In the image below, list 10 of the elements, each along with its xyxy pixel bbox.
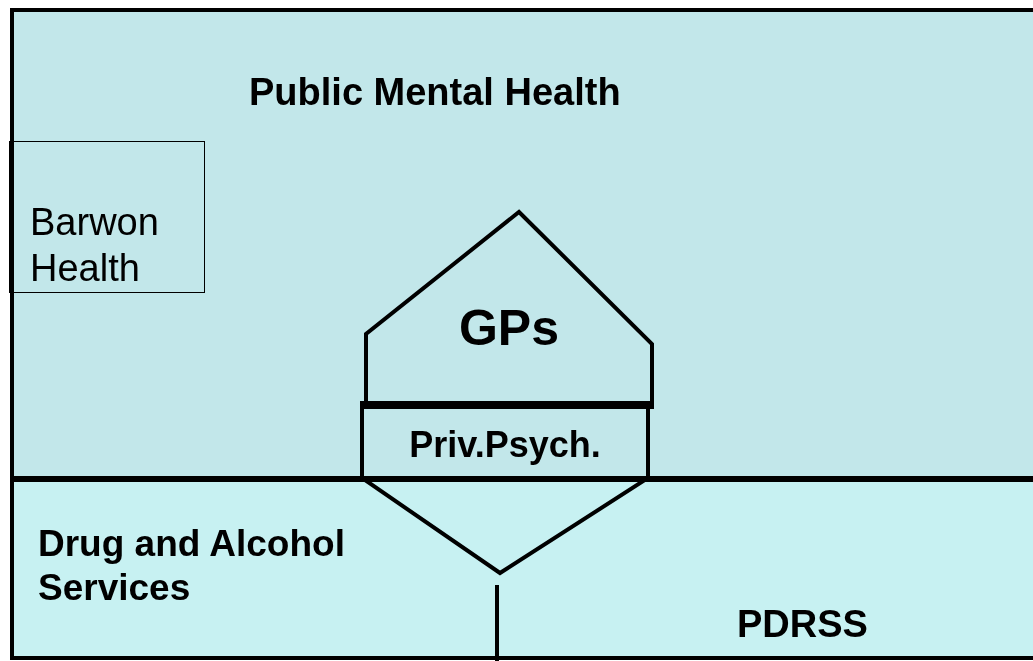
region-panel [497, 478, 1033, 660]
region-label: PDRSS [737, 602, 868, 647]
region-label: Drug and Alcohol Services [38, 522, 346, 611]
region-label: Priv.Psych. [408, 423, 602, 467]
region-label: Barwon Health [30, 200, 160, 291]
region-label: GPs [457, 299, 561, 358]
region-panel [10, 8, 1033, 480]
region-label: Public Mental Health [249, 70, 621, 115]
region-panel [10, 478, 499, 660]
box [9, 141, 205, 293]
